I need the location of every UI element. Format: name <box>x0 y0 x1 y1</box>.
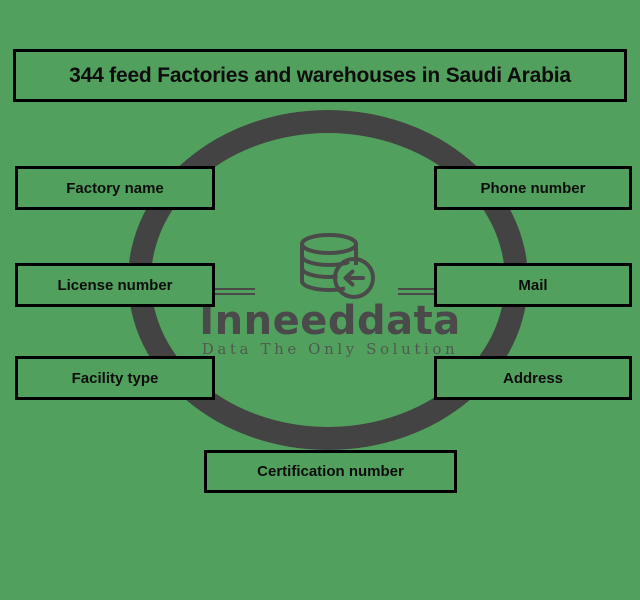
field-box-certification-number[interactable]: Certification number <box>204 450 457 493</box>
field-box-phone-number[interactable]: Phone number <box>434 166 632 210</box>
field-box-license-number[interactable]: License number <box>15 263 215 307</box>
field-label-certification-number: Certification number <box>257 463 404 480</box>
field-label-mail: Mail <box>518 276 548 294</box>
field-label-phone-number: Phone number <box>480 179 586 197</box>
page-title: 344 feed Factories and warehouses in Sau… <box>69 63 571 87</box>
page-title-banner: 344 feed Factories and warehouses in Sau… <box>13 49 627 102</box>
field-box-address[interactable]: Address <box>434 356 632 400</box>
field-box-factory-name[interactable]: Factory name <box>15 166 215 210</box>
field-label-address: Address <box>502 369 564 387</box>
field-box-facility-type[interactable]: Facility type <box>15 356 215 400</box>
field-label-factory-name: Factory name <box>66 179 164 197</box>
field-label-license-number: License number <box>57 276 173 294</box>
field-label-facility-type: Facility type <box>71 369 159 387</box>
field-box-mail[interactable]: Mail <box>434 263 632 307</box>
